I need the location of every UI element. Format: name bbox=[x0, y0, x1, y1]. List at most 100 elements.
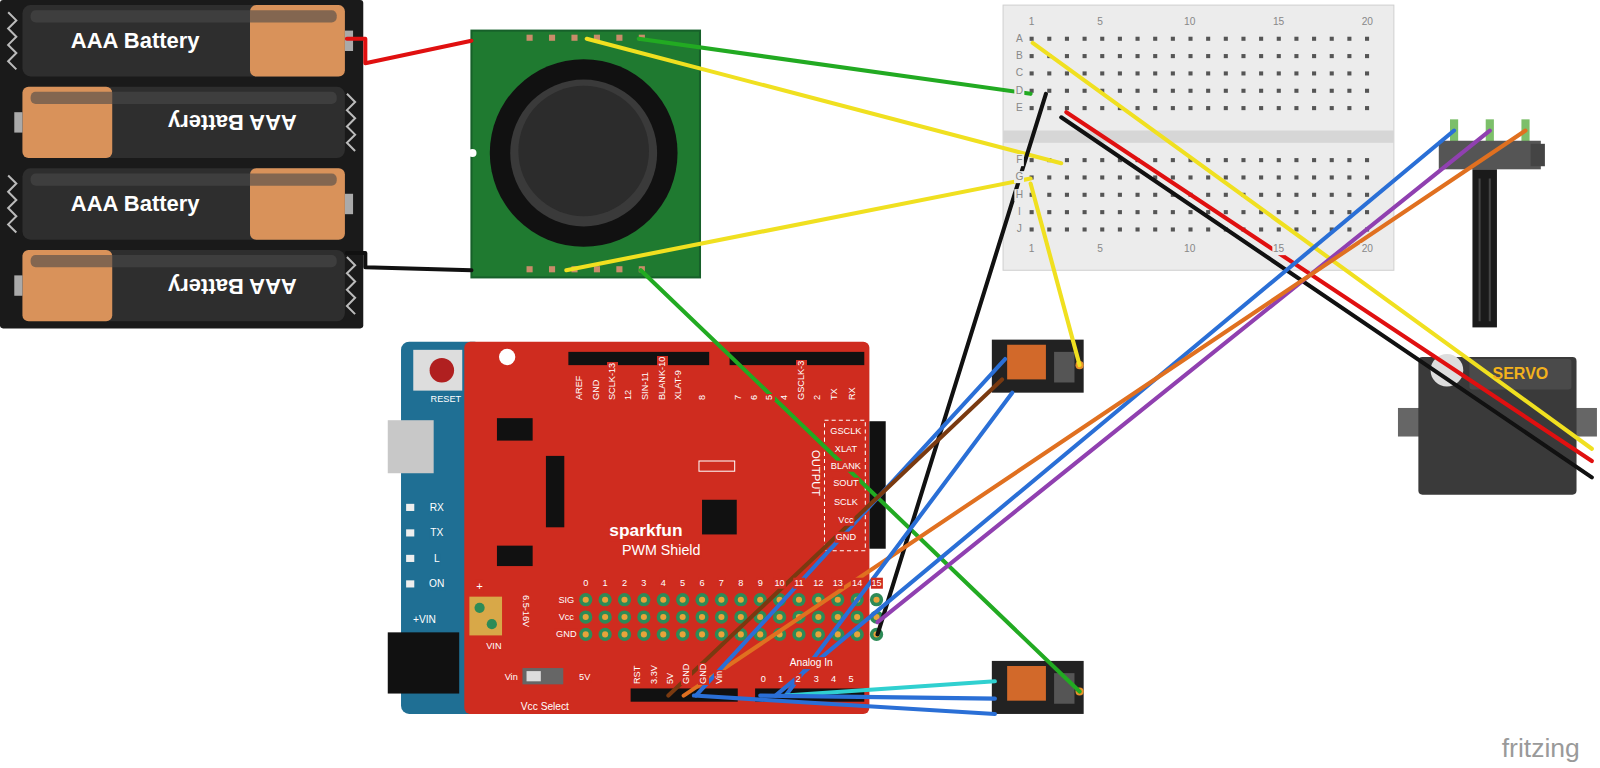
pwm-shield bbox=[406, 580, 414, 587]
board-marking: + bbox=[475, 580, 484, 593]
breadboard-hole bbox=[1136, 89, 1140, 93]
breadboard-hole bbox=[1136, 193, 1140, 197]
pwm-shield bbox=[546, 456, 564, 527]
header-pin bbox=[777, 614, 783, 620]
channel-number: 3 bbox=[640, 578, 647, 589]
breadboard-coordinate: 10 bbox=[1183, 243, 1196, 255]
breadboard-hole bbox=[1136, 71, 1140, 75]
pin-name: SIN-11 bbox=[640, 371, 651, 401]
pin-name: 7 bbox=[733, 394, 744, 401]
breadboard-hole bbox=[1347, 89, 1351, 93]
breadboard-hole bbox=[1277, 175, 1281, 179]
breadboard-hole bbox=[1347, 175, 1351, 179]
breadboard-coordinate: H bbox=[1015, 189, 1024, 201]
breadboard-hole bbox=[1083, 193, 1087, 197]
channel-number: 8 bbox=[737, 578, 744, 589]
channel-number: 0 bbox=[582, 578, 589, 589]
battery-holder bbox=[8, 12, 16, 69]
board-marking: RESET bbox=[430, 394, 463, 405]
breadboard-hole bbox=[1241, 158, 1245, 162]
breadboard-hole bbox=[1100, 71, 1104, 75]
pin-name: RX bbox=[847, 386, 858, 401]
breadboard-hole bbox=[1312, 210, 1316, 214]
header-pin bbox=[854, 631, 860, 637]
breadboard-hole bbox=[1047, 227, 1051, 231]
battery-holder bbox=[31, 173, 337, 185]
potentiometer bbox=[1479, 178, 1481, 321]
header-pin bbox=[602, 631, 608, 637]
breadboard-hole bbox=[1100, 175, 1104, 179]
wire bbox=[1061, 117, 1592, 477]
breadboard-hole bbox=[1365, 175, 1369, 179]
breadboard-coordinate: G bbox=[1014, 172, 1024, 184]
header-pin bbox=[815, 631, 821, 637]
breadboard-hole bbox=[1118, 210, 1122, 214]
breadboard-hole bbox=[1277, 106, 1281, 110]
breadboard-hole bbox=[1259, 106, 1263, 110]
header-pin bbox=[637, 628, 650, 641]
breadboard-hole bbox=[1171, 54, 1175, 58]
breadboard-hole bbox=[1206, 106, 1210, 110]
breadboard-hole bbox=[1294, 175, 1298, 179]
watermark: fritzing bbox=[1501, 732, 1581, 763]
wire bbox=[696, 359, 1005, 696]
pwm-shield bbox=[464, 342, 869, 714]
breadboard-hole bbox=[1100, 106, 1104, 110]
breadboard-hole bbox=[1365, 89, 1369, 93]
breadboard-hole bbox=[1030, 37, 1034, 41]
breadboard-hole bbox=[1153, 227, 1157, 231]
joystick-module bbox=[518, 86, 649, 217]
joystick-module bbox=[571, 35, 577, 41]
joystick-module bbox=[471, 31, 700, 278]
pin-name: Vcc bbox=[558, 612, 575, 623]
header-pin bbox=[796, 631, 802, 637]
breadboard-hole bbox=[1065, 227, 1069, 231]
header-pin bbox=[618, 610, 631, 623]
battery-cell: AAA Battery bbox=[22, 87, 344, 158]
breadboard-coordinate: F bbox=[1015, 154, 1023, 166]
header-pin bbox=[657, 610, 670, 623]
breadboard-hole bbox=[1153, 89, 1157, 93]
header-pin bbox=[641, 597, 647, 603]
pin-name: BLANK bbox=[830, 461, 862, 472]
battery-holder bbox=[0, 0, 363, 328]
potentiometer bbox=[1489, 178, 1491, 321]
push-switch bbox=[1007, 666, 1046, 701]
breadboard-hole bbox=[1171, 37, 1175, 41]
pin-name: 6 bbox=[749, 394, 760, 401]
pwm-shield bbox=[527, 671, 541, 681]
pwm-shield bbox=[430, 358, 454, 382]
battery-holder bbox=[8, 175, 16, 232]
breadboard-coordinate: 15 bbox=[1272, 17, 1285, 29]
header-pin bbox=[870, 593, 883, 606]
channel-number: 2 bbox=[621, 578, 628, 589]
wire bbox=[878, 131, 1490, 623]
battery-holder bbox=[31, 255, 337, 267]
breadboard-hole bbox=[1330, 210, 1334, 214]
header-pin bbox=[835, 614, 841, 620]
breadboard-hole bbox=[1277, 158, 1281, 162]
header-pin bbox=[660, 631, 666, 637]
header-pin bbox=[676, 593, 689, 606]
breadboard-hole bbox=[1259, 227, 1263, 231]
breadboard-hole bbox=[1065, 71, 1069, 75]
pwm-shield bbox=[469, 597, 502, 636]
breadboard-hole bbox=[1153, 158, 1157, 162]
breadboard-hole bbox=[1153, 106, 1157, 110]
channel-number: 12 bbox=[812, 578, 824, 589]
pwm-shield bbox=[869, 421, 885, 548]
header-pin bbox=[738, 614, 744, 620]
breadboard-hole bbox=[1136, 37, 1140, 41]
wire bbox=[694, 696, 995, 714]
breadboard-hole bbox=[1047, 71, 1051, 75]
board-marking: TX bbox=[429, 528, 444, 540]
header-pin bbox=[835, 597, 841, 603]
pwm-shield bbox=[413, 350, 462, 391]
breadboard-hole bbox=[1206, 54, 1210, 58]
breadboard-hole bbox=[1030, 54, 1034, 58]
breadboard-hole bbox=[1171, 210, 1175, 214]
breadboard-hole bbox=[1347, 210, 1351, 214]
pin-name: GSCLK-3 bbox=[796, 360, 807, 401]
battery-holder bbox=[0, 0, 363, 328]
